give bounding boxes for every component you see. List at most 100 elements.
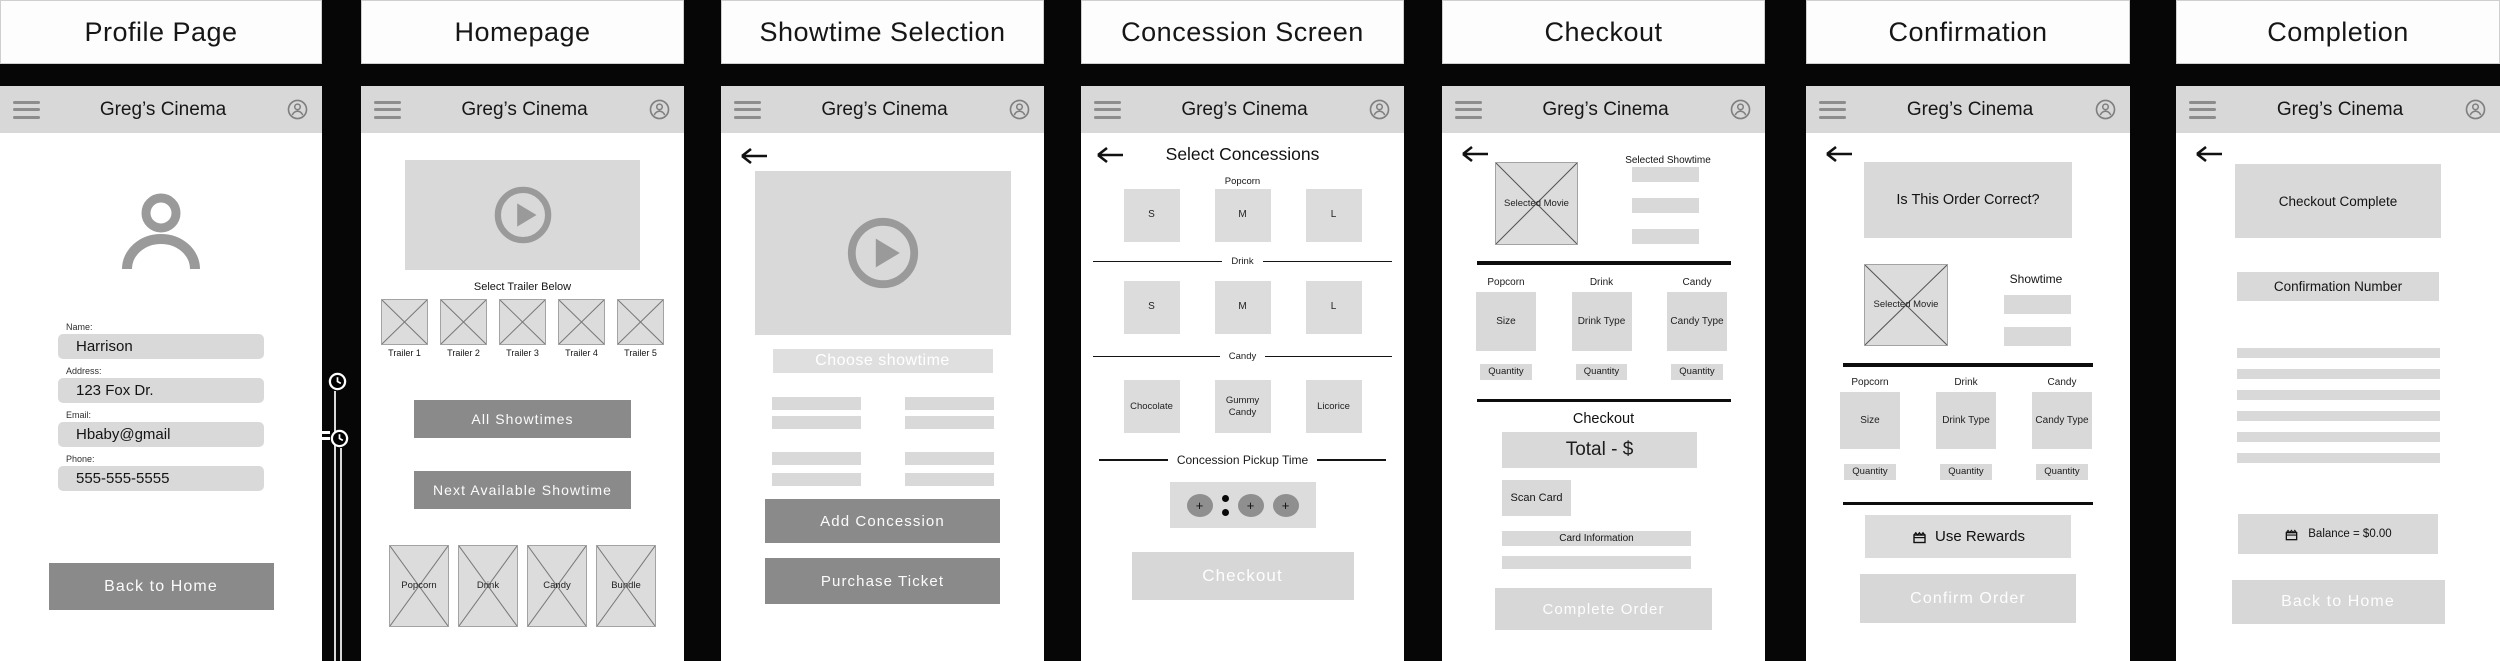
showtime-option[interactable] [904, 416, 994, 429]
drink-size-m[interactable]: M [1214, 281, 1271, 334]
image-placeholder[interactable] [558, 299, 605, 345]
back-arrow-icon[interactable] [2192, 145, 2226, 163]
showtime-option[interactable] [771, 416, 861, 429]
image-placeholder[interactable] [499, 299, 546, 345]
candy-licorice[interactable]: Licorice [1305, 380, 1362, 433]
candy-chocolate[interactable]: Chocolate [1123, 380, 1180, 433]
image-placeholder[interactable] [617, 299, 664, 345]
showtime-option[interactable] [904, 452, 994, 465]
play-icon[interactable] [494, 186, 552, 244]
popcorn-size-m[interactable]: M [1214, 189, 1271, 242]
candy-gummy[interactable]: Gummy Candy [1214, 380, 1271, 433]
account-icon[interactable] [286, 98, 309, 121]
trailer-item[interactable]: Trailer 5 [617, 299, 664, 358]
back-to-home-button[interactable]: Back to Home [48, 563, 274, 610]
candy-options: Chocolate Gummy Candy Licorice [1081, 380, 1404, 433]
popcorn-size-s[interactable]: S [1123, 189, 1180, 242]
category-popcorn[interactable]: Popcorn [389, 545, 449, 627]
category-candy[interactable]: Candy [527, 545, 587, 627]
confirmation-number-field: Confirmation Number [2237, 272, 2439, 301]
all-showtimes-button[interactable]: All Showtimes [414, 400, 631, 438]
account-icon[interactable] [1368, 98, 1391, 121]
candy-section-divider: Candy [1093, 351, 1392, 362]
add-concession-button[interactable]: Add Concession [765, 499, 1000, 543]
menu-icon[interactable] [1819, 100, 1846, 119]
category-label: Popcorn [401, 580, 437, 592]
quantity-button[interactable]: Quantity [1480, 363, 1532, 380]
panel-completion: Completion Greg’s Cinema Checkout Comple… [2176, 0, 2500, 661]
play-icon[interactable] [847, 217, 919, 289]
confirm-order-button[interactable]: Confirm Order [1860, 574, 2076, 623]
app-title: Greg’s Cinema [821, 98, 948, 120]
app-title: Greg’s Cinema [461, 98, 588, 120]
back-arrow-icon[interactable] [1458, 145, 1492, 163]
trailer-item[interactable]: Trailer 2 [440, 299, 487, 358]
menu-icon[interactable] [734, 100, 761, 119]
menu-icon[interactable] [1455, 100, 1482, 119]
scan-card-button[interactable]: Scan Card [1502, 480, 1571, 516]
hour-plus-button[interactable]: + [1186, 493, 1213, 517]
trailer-item[interactable]: Trailer 4 [558, 299, 605, 358]
menu-icon[interactable] [374, 100, 401, 119]
select-concessions-heading: Select Concessions [1165, 144, 1320, 164]
account-icon[interactable] [2094, 98, 2117, 121]
name-label: Name: [66, 322, 93, 332]
account-icon[interactable] [1008, 98, 1031, 121]
menu-icon[interactable] [2189, 100, 2216, 119]
email-field[interactable]: Hbaby@gmail [58, 422, 264, 447]
quantity-button[interactable]: Quantity [1671, 363, 1723, 380]
drink-type-select[interactable]: Drink Type [1571, 291, 1632, 351]
candy-type-select[interactable]: Candy Type [2032, 391, 2092, 449]
size-select[interactable]: Size [1840, 391, 1900, 449]
purchase-ticket-button[interactable]: Purchase Ticket [765, 558, 1000, 604]
ampm-plus-button[interactable]: + [1272, 493, 1299, 517]
address-field[interactable]: 123 Fox Dr. [58, 378, 264, 403]
drink-type-select[interactable]: Drink Type [1936, 391, 1996, 449]
complete-order-button[interactable]: Complete Order [1495, 588, 1712, 630]
showtime-option[interactable] [771, 397, 861, 410]
showtime-option[interactable] [771, 473, 861, 486]
popcorn-size-l[interactable]: L [1305, 189, 1362, 242]
back-to-home-button[interactable]: Back to Home [2231, 580, 2445, 624]
trailer-item[interactable]: Trailer 3 [499, 299, 546, 358]
account-icon[interactable] [648, 98, 671, 121]
account-icon[interactable] [1729, 98, 1752, 121]
placeholder-line [2236, 432, 2440, 442]
trailer-item[interactable]: Trailer 1 [381, 299, 428, 358]
category-drink[interactable]: Drink [458, 545, 518, 627]
quantity-button[interactable]: Quantity [1844, 463, 1896, 480]
quantity-button[interactable]: Quantity [2036, 463, 2088, 480]
drink-size-l[interactable]: L [1305, 281, 1362, 334]
quantity-button[interactable]: Quantity [1940, 463, 1992, 480]
name-field[interactable]: Harrison [58, 334, 264, 359]
phone-field[interactable]: 555-555-5555 [58, 466, 264, 491]
checkout-button[interactable]: Checkout [1131, 552, 1354, 600]
drink-size-s[interactable]: S [1123, 281, 1180, 334]
account-icon[interactable] [2464, 98, 2487, 121]
back-arrow-icon[interactable] [1822, 145, 1856, 163]
candy-type-select[interactable]: Candy Type [1667, 291, 1727, 351]
image-placeholder[interactable] [381, 299, 428, 345]
image-placeholder[interactable] [440, 299, 487, 345]
card-number-field[interactable] [1502, 556, 1691, 569]
trailer-video-player[interactable] [405, 160, 640, 270]
trailer-label: Trailer 4 [565, 348, 598, 358]
use-rewards-button[interactable]: Use Rewards [1865, 515, 2071, 558]
minute-plus-button[interactable]: + [1237, 493, 1264, 517]
showtime-option[interactable] [904, 473, 994, 486]
panel-concession: Concession Screen Greg’s Cinema Select C… [1081, 0, 1404, 661]
menu-icon[interactable] [1094, 100, 1121, 119]
next-available-showtime-button[interactable]: Next Available Showtime [414, 471, 631, 509]
column-label: Drink [1954, 376, 1978, 388]
category-bundle[interactable]: Bundle [596, 545, 656, 627]
app-title: Greg’s Cinema [99, 98, 227, 120]
showtime-option[interactable] [771, 452, 861, 465]
trailer-video-player[interactable] [754, 171, 1011, 335]
card-information-field[interactable]: Card Information [1502, 531, 1691, 546]
menu-icon[interactable] [13, 100, 40, 119]
quantity-button[interactable]: Quantity [1575, 363, 1628, 380]
back-arrow-icon[interactable] [1093, 146, 1127, 164]
showtime-option[interactable] [904, 397, 994, 410]
size-select[interactable]: Size [1476, 291, 1536, 351]
back-arrow-icon[interactable] [737, 147, 771, 165]
